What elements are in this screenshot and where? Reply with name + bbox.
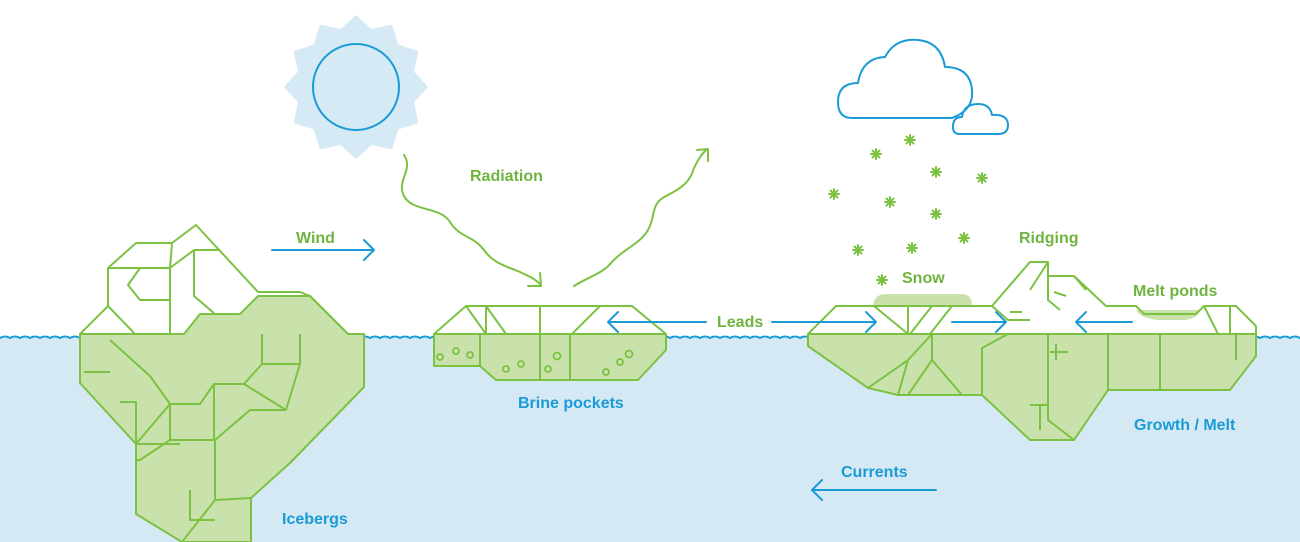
label-wind: Wind <box>296 230 335 247</box>
snowflake-icon <box>958 232 970 244</box>
cloud-icon <box>837 38 1009 135</box>
outgoing-radiation-arrowhead <box>696 148 709 162</box>
label-ridging: Ridging <box>1019 230 1079 247</box>
iceberg-facets <box>84 242 301 542</box>
radiation-arrows <box>401 148 709 287</box>
currents-arrow <box>811 479 937 501</box>
floe-submerged <box>433 333 667 381</box>
snowflake-icon <box>930 166 942 178</box>
cloud-small <box>951 103 1009 135</box>
snowflake-icon <box>904 134 916 146</box>
ridged-floe-above-water <box>807 261 1257 335</box>
ridged-ice-floe <box>807 261 1257 441</box>
label-snow: Snow <box>902 270 945 287</box>
sun-icon <box>284 15 428 159</box>
snowflake-icon <box>930 208 942 220</box>
outgoing-radiation-wave <box>573 149 707 287</box>
label-brine-pockets: Brine pockets <box>518 395 624 412</box>
brine-bubbles <box>436 347 634 376</box>
iceberg-above-water-part <box>79 224 349 335</box>
labels: Radiation Wind Leads Snow Ridging Melt p… <box>282 168 1236 528</box>
snowflake-icon <box>884 196 896 208</box>
ridging-arrow-right <box>951 311 1007 333</box>
incoming-radiation-wave <box>401 154 541 285</box>
snow-patch <box>873 294 972 306</box>
ridged-floe-submerged <box>807 333 1257 441</box>
ridging-arrow-left <box>1075 311 1133 333</box>
label-melt-ponds: Melt ponds <box>1133 283 1218 300</box>
snowflakes <box>828 134 988 286</box>
floe-above-water <box>433 305 667 380</box>
wind-arrow <box>271 239 375 261</box>
label-growth-melt: Growth / Melt <box>1134 417 1236 434</box>
label-icebergs: Icebergs <box>282 511 348 528</box>
leads-arrow-right <box>771 311 877 333</box>
label-currents: Currents <box>841 464 908 481</box>
incoming-radiation-arrowhead <box>527 272 542 287</box>
snowflake-icon <box>828 188 840 200</box>
cloud-large <box>837 38 974 119</box>
iceberg <box>79 224 365 542</box>
snowflake-icon <box>876 274 888 286</box>
snowflake-icon <box>852 244 864 256</box>
ridged-floe-facets <box>867 261 1237 441</box>
flow-arrows <box>271 239 1133 501</box>
label-leads: Leads <box>717 314 763 331</box>
brine-pocket-floe <box>433 305 667 381</box>
iceberg-submerged-part <box>79 295 365 542</box>
snowflake-icon <box>976 172 988 184</box>
snowflake-icon <box>870 148 882 160</box>
snowflake-icon <box>906 242 918 254</box>
sun-disc <box>312 43 400 131</box>
label-radiation: Radiation <box>470 168 543 185</box>
leads-arrow-left <box>607 311 707 333</box>
